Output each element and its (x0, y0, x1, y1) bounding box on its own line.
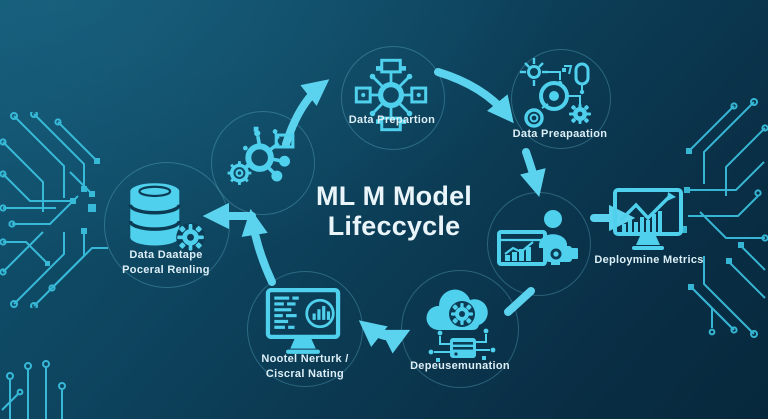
cloud-gear-server-icon (426, 289, 496, 362)
person-dashboard-icon (497, 210, 578, 266)
label-data-daatape-line2: Poceral Renling (122, 263, 210, 276)
node-depeusemunation (412, 282, 508, 366)
circuit-pattern-left (0, 112, 108, 308)
title-line-2: Lifeccycle (327, 211, 461, 242)
label-deploymine-metrics: Deploymine Metrics (594, 254, 704, 266)
label-data-daatape: Data Daatape Poceral Renling (100, 248, 232, 277)
arrow-prepartion-to-preapaation (434, 68, 514, 124)
circuit-pattern-bottom-left (1, 360, 66, 419)
node-data-daatape (116, 180, 214, 266)
node-data-preapaation (520, 56, 600, 136)
node-network-hub (224, 122, 300, 198)
halo-data-daatape (104, 162, 230, 288)
label-nootel-nerturk-line1: Nootel Nerturk / (261, 353, 349, 365)
node-deploymine-metrics (612, 188, 684, 252)
monitor-code-icon (265, 288, 341, 354)
title-line-1: ML M Model (316, 181, 472, 211)
database-gear-icon (128, 183, 205, 252)
node-analyst (496, 206, 580, 276)
network-hub-icon (227, 126, 295, 185)
node-nootel-nerturk (264, 288, 342, 356)
arrow-hub-to-prepartion (282, 79, 330, 148)
network-chip-icon (354, 58, 428, 132)
monitor-chart-icon (613, 188, 683, 250)
page-title: ML M Model Lifeccycle (288, 181, 500, 241)
label-depeusemunation: Depeusemunation (410, 360, 510, 372)
connector-analyst-to-depeusemunation (504, 287, 535, 316)
halo-data-prepartion (341, 46, 445, 150)
label-data-preapaation: Data Preapaation (512, 128, 608, 140)
label-data-daatape-line1: Data Daatape (129, 249, 203, 261)
gears-pipeline-icon (520, 58, 591, 128)
arrow-depeusemunation-nerturk (358, 320, 411, 354)
label-nootel-nerturk: Nootel Nerturk / Ciscral Nating (243, 352, 367, 381)
arrow-preapaation-to-analyst (520, 148, 546, 197)
arrow-nerturk-to-hub (241, 208, 276, 286)
node-data-prepartion (354, 58, 428, 132)
label-data-prepartion: Data Prepartion (348, 114, 436, 126)
label-nootel-nerturk-line2: Ciscral Nating (265, 367, 345, 380)
circuit-pattern-right (680, 98, 768, 338)
